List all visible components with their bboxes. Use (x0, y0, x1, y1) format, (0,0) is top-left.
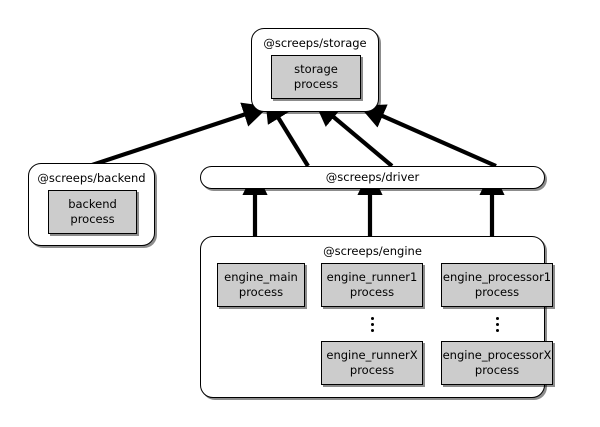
process-engine-main[interactable]: engine_main process (217, 263, 305, 307)
process-engine-processor1-line2: process (474, 285, 520, 299)
process-backend[interactable]: backend process (48, 190, 137, 234)
processor-ellipsis-icon (491, 317, 503, 332)
process-engine-processor1[interactable]: engine_processor1 process (441, 263, 553, 307)
arrow-driver-to-storage-right (358, 104, 497, 168)
process-backend-line2: process (70, 212, 115, 226)
process-backend-line1: backend (68, 197, 117, 212)
package-backend-title: @screeps/backend (37, 171, 146, 185)
process-engine-runner1-line1: engine_runner1 (326, 270, 418, 285)
package-storage[interactable]: @screeps/storage storage process (251, 28, 379, 112)
process-engine-main-line2: process (238, 285, 284, 299)
process-engine-runner1-line2: process (349, 285, 395, 299)
process-engine-processor1-line1: engine_processor1 (442, 270, 552, 285)
process-engine-processorX[interactable]: engine_processorX process (441, 341, 553, 385)
process-engine-main-line1: engine_main (224, 270, 298, 285)
runner-ellipsis-icon (366, 317, 378, 332)
process-engine-runnerX-line1: engine_runnerX (326, 348, 418, 363)
process-engine-processorX-line2: process (474, 363, 520, 377)
process-storage-line1: storage (294, 62, 338, 77)
package-driver-title: @screeps/driver (325, 169, 420, 184)
process-storage-line2: process (293, 77, 339, 91)
package-backend[interactable]: @screeps/backend backend process (28, 163, 155, 246)
process-engine-processorX-line1: engine_processorX (442, 348, 552, 363)
package-engine-title: @screeps/engine (323, 244, 422, 258)
process-engine-runnerX[interactable]: engine_runnerX process (321, 341, 423, 385)
package-storage-title: @screeps/storage (263, 36, 367, 50)
package-engine[interactable]: @screeps/engine engine_main process engi… (200, 236, 553, 398)
process-engine-runner1[interactable]: engine_runner1 process (321, 263, 423, 307)
arrow-backend-to-storage (88, 102, 269, 168)
arrow-driver-to-storage-left (264, 96, 310, 168)
package-driver[interactable]: @screeps/driver (200, 166, 545, 189)
process-engine-runnerX-line2: process (349, 363, 395, 377)
process-storage[interactable]: storage process (271, 55, 361, 99)
arrow-driver-to-storage-mid (313, 100, 394, 168)
